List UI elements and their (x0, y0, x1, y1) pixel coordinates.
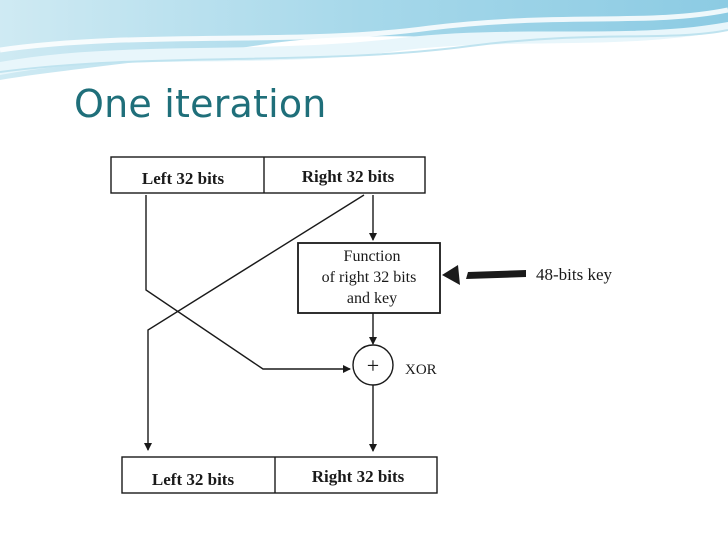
key-input-label: 48-bits key (536, 265, 613, 284)
bottom-left-box-label: Left 32 bits (152, 470, 235, 489)
function-box-line-2: of right 32 bits (322, 269, 417, 286)
header-wave-banner (0, 0, 728, 80)
top-left-box-label: Left 32 bits (142, 169, 225, 188)
top-register: Left 32 bits Right 32 bits (110, 156, 426, 194)
function-block: Function of right 32 bits and key (297, 242, 441, 314)
bottom-right-box-label: Right 32 bits (312, 467, 405, 486)
xor-plus-symbol: + (367, 353, 379, 378)
left-to-xor-path (145, 195, 351, 373)
function-box-line-3: and key (347, 290, 397, 307)
bottom-register-frame (121, 456, 438, 494)
xor-label: XOR (405, 362, 437, 378)
top-register-frame (110, 156, 426, 194)
bottom-register: Left 32 bits Right 32 bits (121, 456, 438, 494)
function-box-line-1: Function (344, 248, 401, 265)
function-box-frame (297, 242, 441, 314)
feistel-round-diagram: Left 32 bits Right 32 bits Function of r… (110, 156, 613, 494)
slide-title: One iteration (74, 82, 327, 126)
key-input-arrow-shaft (466, 270, 526, 279)
right-to-bottom-left-path (144, 194, 365, 451)
top-right-box-label: Right 32 bits (302, 167, 395, 186)
key-input-arrow-head (442, 265, 460, 285)
